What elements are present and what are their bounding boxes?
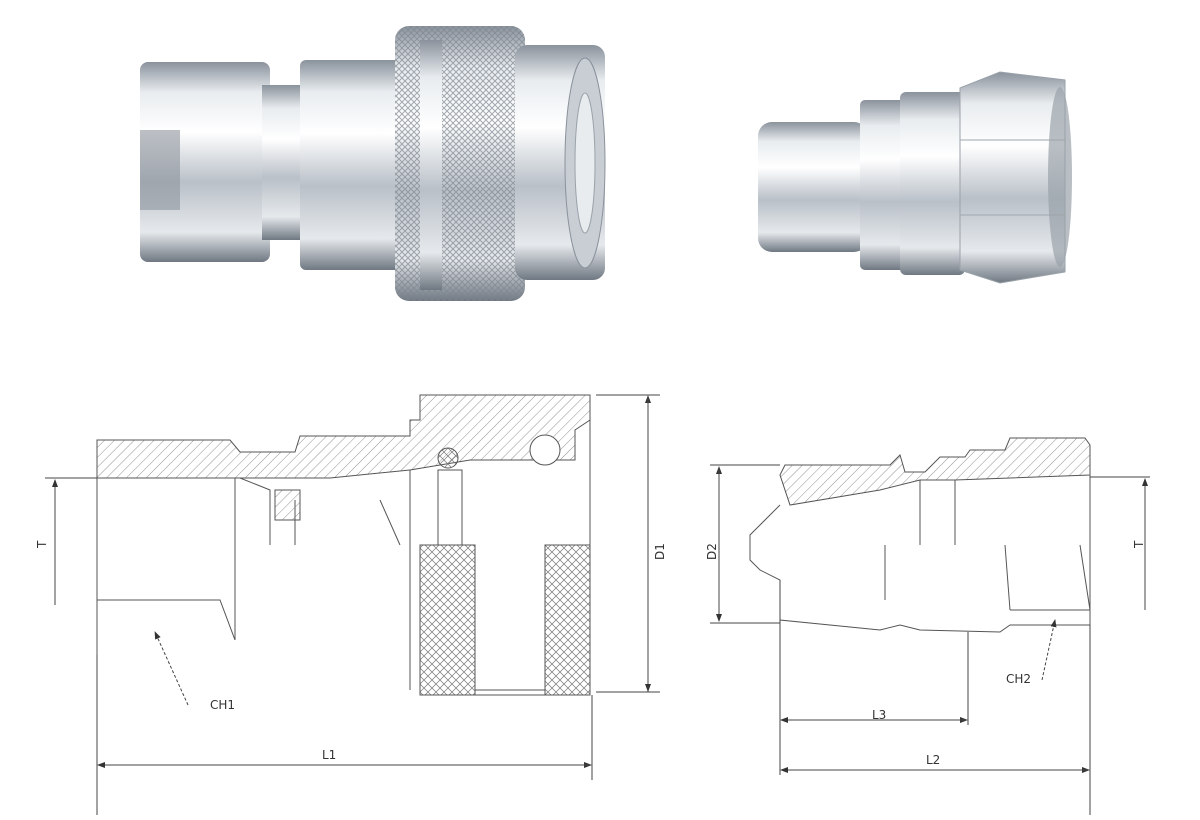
male-nipple-photo bbox=[758, 71, 1072, 284]
d2-label: D2 bbox=[705, 543, 719, 560]
coupler-t-label: T bbox=[35, 540, 49, 549]
d1-label: D1 bbox=[653, 543, 667, 560]
coupler-section-drawing bbox=[45, 394, 660, 815]
nipple-t-label: T bbox=[1132, 540, 1146, 549]
l1-label: L1 bbox=[322, 748, 336, 762]
ch2-label: CH2 bbox=[1006, 672, 1031, 686]
female-coupler-photo bbox=[140, 26, 606, 301]
l2-label: L2 bbox=[926, 753, 940, 767]
l3-label: L3 bbox=[872, 708, 886, 722]
nipple-section-drawing bbox=[710, 437, 1150, 815]
ch1-label: CH1 bbox=[210, 698, 235, 712]
